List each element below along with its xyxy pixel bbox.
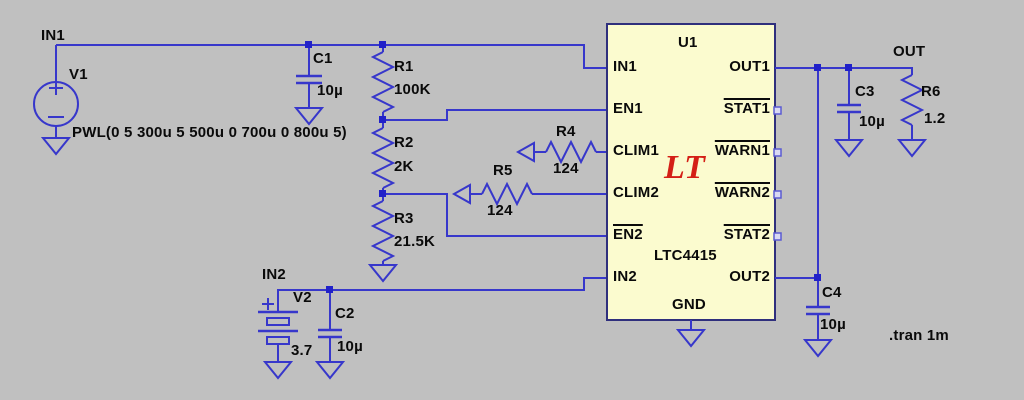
stat2-open-pin-square	[773, 232, 782, 241]
r4-resistor[interactable]	[515, 139, 607, 165]
ground-icon[interactable]	[40, 137, 72, 156]
c3-value-label[interactable]: 10µ	[859, 113, 885, 130]
ground-left-icon[interactable]	[515, 141, 535, 163]
junction-dot	[326, 286, 333, 293]
r1-resistor[interactable]	[370, 45, 396, 120]
ground-icon[interactable]	[802, 339, 834, 358]
wire-en2[interactable]	[383, 193, 607, 237]
warn2-open-pin-square	[773, 190, 782, 199]
wire-net-in1[interactable]	[56, 44, 607, 69]
pin-label-gnd: GND	[672, 296, 706, 313]
ground-icon[interactable]	[367, 264, 399, 283]
r2-resistor[interactable]	[370, 120, 396, 194]
c4-value-label[interactable]: 10µ	[820, 316, 846, 333]
v2-short-plate-1	[266, 317, 290, 326]
r5-ref-label[interactable]: R5	[493, 162, 513, 179]
u1-part-label[interactable]: LTC4415	[654, 247, 717, 264]
junction-dot	[305, 41, 312, 48]
v2-battery[interactable]	[258, 298, 298, 380]
c4-ref-label[interactable]: C4	[822, 284, 842, 301]
resistor-zigzag	[545, 139, 597, 165]
pin-label-warn1-active-low: WARN1	[714, 142, 770, 159]
r4-value-label[interactable]: 124	[553, 160, 579, 177]
wire-net-out[interactable]	[775, 67, 913, 75]
resistor-zigzag	[370, 200, 396, 262]
r4-ref-label[interactable]: R4	[556, 123, 576, 140]
u1-ltc4415-chip[interactable]: LT	[606, 23, 782, 348]
r3-value-label[interactable]: 21.5K	[394, 233, 436, 250]
r6-resistor[interactable]	[896, 74, 928, 158]
ground-icon[interactable]	[896, 139, 928, 158]
r5-value-label[interactable]: 124	[487, 202, 513, 219]
pin-label-warn2-active-low: WARN2	[714, 184, 770, 201]
junction-dot	[379, 190, 386, 197]
lt-logo-icon: LT	[663, 149, 706, 186]
junction-dot	[814, 64, 821, 71]
v2-short-plate-2	[266, 336, 290, 345]
r5-resistor[interactable]	[451, 181, 607, 207]
ground-icon[interactable]	[675, 329, 707, 348]
pin-label-stat2-active-low: STAT2	[723, 226, 770, 243]
r6-value-label[interactable]: 1.2	[924, 110, 946, 127]
ground-icon[interactable]	[293, 107, 325, 126]
c4-capacitor[interactable]	[802, 278, 834, 358]
wire-net-in2[interactable]	[277, 277, 607, 312]
stat1-open-pin-square	[773, 106, 782, 115]
c3-ref-label[interactable]: C3	[855, 83, 875, 100]
pin-label-clim1: CLIM1	[613, 142, 659, 159]
r1-value-label[interactable]: 100K	[394, 81, 431, 98]
c2-ref-label[interactable]: C2	[335, 305, 355, 322]
ground-icon[interactable]	[314, 361, 346, 380]
wire-en1[interactable]	[383, 109, 607, 121]
r1-ref-label[interactable]: R1	[394, 58, 414, 75]
pin-label-out1: OUT1	[729, 58, 770, 75]
resistor-zigzag	[370, 51, 396, 113]
r6-ref-label[interactable]: R6	[921, 83, 941, 100]
r3-ref-label[interactable]: R3	[394, 210, 414, 227]
chip-body[interactable]	[606, 23, 776, 321]
junction-dot	[379, 116, 386, 123]
pin-label-in2: IN2	[613, 268, 637, 285]
c1-value-label[interactable]: 10µ	[317, 82, 343, 99]
c2-value-label[interactable]: 10µ	[337, 338, 363, 355]
net-label-in2[interactable]: IN2	[262, 266, 286, 283]
r2-ref-label[interactable]: R2	[394, 134, 414, 151]
v1-voltage-source[interactable]	[33, 45, 79, 156]
u1-ref-label[interactable]: U1	[678, 34, 698, 51]
pin-label-en1: EN1	[613, 100, 643, 117]
v1-ref-label[interactable]: V1	[69, 66, 88, 83]
spice-directive[interactable]: .tran 1m	[889, 327, 949, 344]
pin-label-stat1-active-low: STAT1	[723, 100, 770, 117]
pin-label-in1: IN1	[613, 58, 637, 75]
net-label-in1[interactable]: IN1	[41, 27, 65, 44]
v2-ref-label[interactable]: V2	[293, 289, 312, 306]
v1-value-label[interactable]: PWL(0 5 300u 5 500u 0 700u 0 800u 5)	[72, 124, 347, 141]
net-label-out[interactable]: OUT	[893, 43, 926, 60]
resistor-zigzag	[481, 181, 533, 207]
r3-resistor[interactable]	[367, 194, 399, 283]
c1-capacitor[interactable]	[293, 45, 325, 126]
pin-label-clim2: CLIM2	[613, 184, 659, 201]
junction-dot	[814, 274, 821, 281]
resistor-zigzag	[370, 127, 396, 189]
junction-dot	[379, 41, 386, 48]
junction-dot	[845, 64, 852, 71]
c2-capacitor[interactable]	[314, 290, 346, 380]
c3-capacitor[interactable]	[833, 68, 865, 158]
ground-icon[interactable]	[262, 361, 294, 380]
resistor-zigzag	[899, 74, 925, 126]
warn1-open-pin-square	[773, 148, 782, 157]
r2-value-label[interactable]: 2K	[394, 158, 414, 175]
v2-value-label[interactable]: 3.7	[291, 342, 313, 359]
pin-label-out2: OUT2	[729, 268, 770, 285]
pin-label-en2-active-low: EN2	[613, 226, 643, 243]
c1-ref-label[interactable]: C1	[313, 50, 333, 67]
ground-left-icon[interactable]	[451, 183, 471, 205]
ground-icon[interactable]	[833, 139, 865, 158]
